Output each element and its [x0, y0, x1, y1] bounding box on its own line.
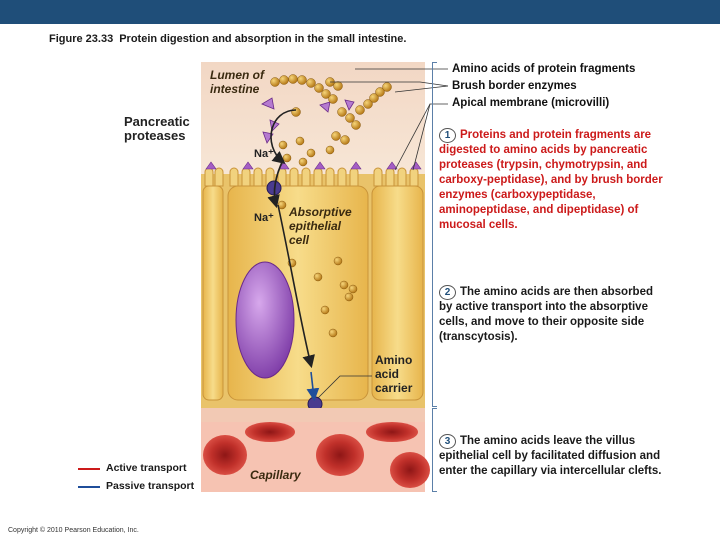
absorptive-cell-label: Absorptive epithelial cell	[289, 205, 352, 247]
transcytosis-arrow	[277, 204, 315, 369]
red-blood-cells	[203, 422, 430, 488]
basement-membrane	[201, 408, 425, 422]
step-2-number: 2	[439, 285, 456, 300]
brush-border-enzymes-label: Brush border enzymes	[452, 80, 577, 92]
step-1-text-b: and carboxy-peptidase)	[439, 159, 648, 186]
microvilli	[204, 167, 419, 187]
epithelial-cell-left	[202, 185, 224, 401]
active-transport-label: Active transport	[106, 462, 187, 474]
free-amino-acids	[278, 136, 335, 167]
copyright-notice: Copyright © 2010 Pearson Education, Inc.	[8, 527, 139, 534]
step-3-text: The amino acids leave the villus epithel…	[439, 435, 662, 477]
passive-transport-label: Passive transport	[106, 480, 195, 492]
apical-membrane-label: Apical membrane (microvilli)	[452, 97, 610, 109]
facilitated-diffusion-arrow	[306, 371, 320, 402]
figure-title: Figure 23.33 Protein digestion and absorp…	[49, 33, 406, 45]
sodium-label-upper: Na⁺	[254, 148, 274, 160]
step-2-text: The amino acids are then absorbed by act…	[439, 286, 653, 343]
cell-nucleus	[235, 261, 295, 379]
step-1-number: 1	[439, 128, 456, 143]
step-1-text-e: enzymes (carboxypeptidase, aminopeptidas…	[439, 189, 639, 231]
active-transport-arrow	[267, 159, 284, 209]
digestion-arrow	[270, 109, 297, 165]
sodium-label-lower: Na⁺	[254, 212, 274, 224]
capillary-label: Capillary	[250, 468, 301, 482]
amino-acid-carrier-label: Amino acid carrier	[375, 353, 413, 395]
top-banner	[0, 0, 720, 24]
step-1-text-d: brush border	[591, 174, 663, 186]
figure-caption: Protein digestion and absorption in the …	[119, 33, 407, 45]
lumen-label: Lumen of intestine	[210, 68, 264, 96]
step-3-number: 3	[439, 434, 456, 449]
step-3-bracket	[432, 408, 437, 492]
step-1-bracket	[432, 62, 437, 407]
step-1-text-c: , and by	[544, 174, 592, 186]
passive-transport-swatch	[78, 486, 100, 488]
protein-fragment-chains	[270, 74, 392, 145]
step-1-text-a: Proteins and protein fragments are diges…	[439, 129, 652, 171]
amino-acids-label: Amino acids of protein fragments	[452, 63, 636, 75]
figure-number: Figure 23.33	[49, 33, 114, 45]
pancreatic-proteases-label: Pancreatic proteases	[124, 114, 190, 143]
active-transport-swatch	[78, 468, 100, 470]
